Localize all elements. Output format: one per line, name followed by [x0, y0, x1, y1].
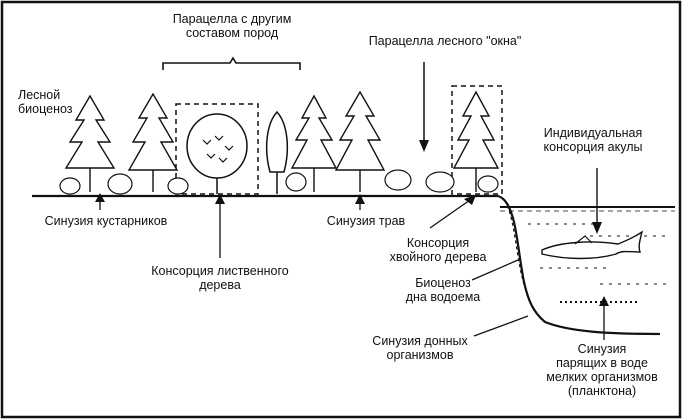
- label-plankton-synusia-line4: (планктона): [567, 384, 637, 398]
- label-synusia-grass-line1: Синузия трав: [326, 214, 406, 228]
- label-synusia-shrubs: Синузия кустарников: [26, 214, 186, 228]
- label-plankton-synusia-line3: мелких организмов: [546, 370, 658, 384]
- shrubs: [59, 169, 499, 195]
- label-forest-biocenosis-line1: Лесной: [18, 88, 61, 102]
- label-forest-biocenosis: Лесной биоценоз: [18, 88, 73, 116]
- label-shark-consortium: Индивидуальная консорция акулы: [518, 126, 668, 154]
- label-bottom-biocenosis-line1: Биоценоз: [415, 276, 471, 290]
- label-bottom-synusia-line2: организмов: [386, 348, 454, 362]
- label-paracell-other: Парацелла с другим составом пород: [148, 12, 316, 40]
- label-deciduous-consortium: Консорция лиственного дерева: [128, 264, 312, 292]
- label-bottom-biocenosis-line2: дна водоема: [405, 290, 481, 304]
- water-ripples: [528, 223, 668, 303]
- label-plankton-synusia-line1: Синузия: [577, 342, 627, 356]
- deciduous-tree: [186, 113, 248, 194]
- paracell-brace: [162, 56, 301, 70]
- window-arrow: [419, 140, 429, 152]
- label-conifer-consortium-line2: хвойного дерева: [389, 250, 487, 264]
- label-synusia-shrubs-line1: Синузия кустарников: [44, 214, 168, 228]
- ground-line: [32, 194, 661, 336]
- label-paracell-window: Парацелла лесного "окна": [350, 34, 540, 48]
- label-synusia-grass: Синузия трав: [318, 214, 414, 228]
- conifer-tree-box: [451, 85, 503, 195]
- label-shark-consortium-line1: Индивидуальная: [543, 126, 643, 140]
- label-bottom-biocenosis: Биоценоз дна водоема: [388, 276, 498, 304]
- label-paracell-window-line1: Парацелла лесного "окна": [368, 34, 522, 48]
- label-deciduous-consortium-line1: Консорция лиственного: [151, 264, 289, 278]
- label-bottom-synusia: Синузия донных организмов: [362, 334, 478, 362]
- conifer-trees: [64, 90, 500, 192]
- label-conifer-consortium: Консорция хвойного дерева: [380, 236, 496, 264]
- label-paracell-other-line1: Парацелла с другим: [172, 12, 292, 26]
- label-bottom-synusia-line1: Синузия донных: [372, 334, 468, 348]
- label-deciduous-consortium-line2: дерева: [199, 278, 241, 292]
- label-plankton-synusia-line2: парящих в воде: [556, 356, 648, 370]
- label-forest-biocenosis-line2: биоценоз: [18, 102, 73, 116]
- shark-icon: [541, 230, 644, 260]
- label-shark-consortium-line2: консорция акулы: [543, 140, 643, 154]
- label-plankton-synusia: Синузия парящих в воде мелких организмов…: [528, 342, 676, 398]
- label-conifer-consortium-line1: Консорция: [406, 236, 470, 250]
- label-paracell-other-line2: составом пород: [185, 26, 279, 40]
- deciduous-tree-box: [175, 103, 259, 195]
